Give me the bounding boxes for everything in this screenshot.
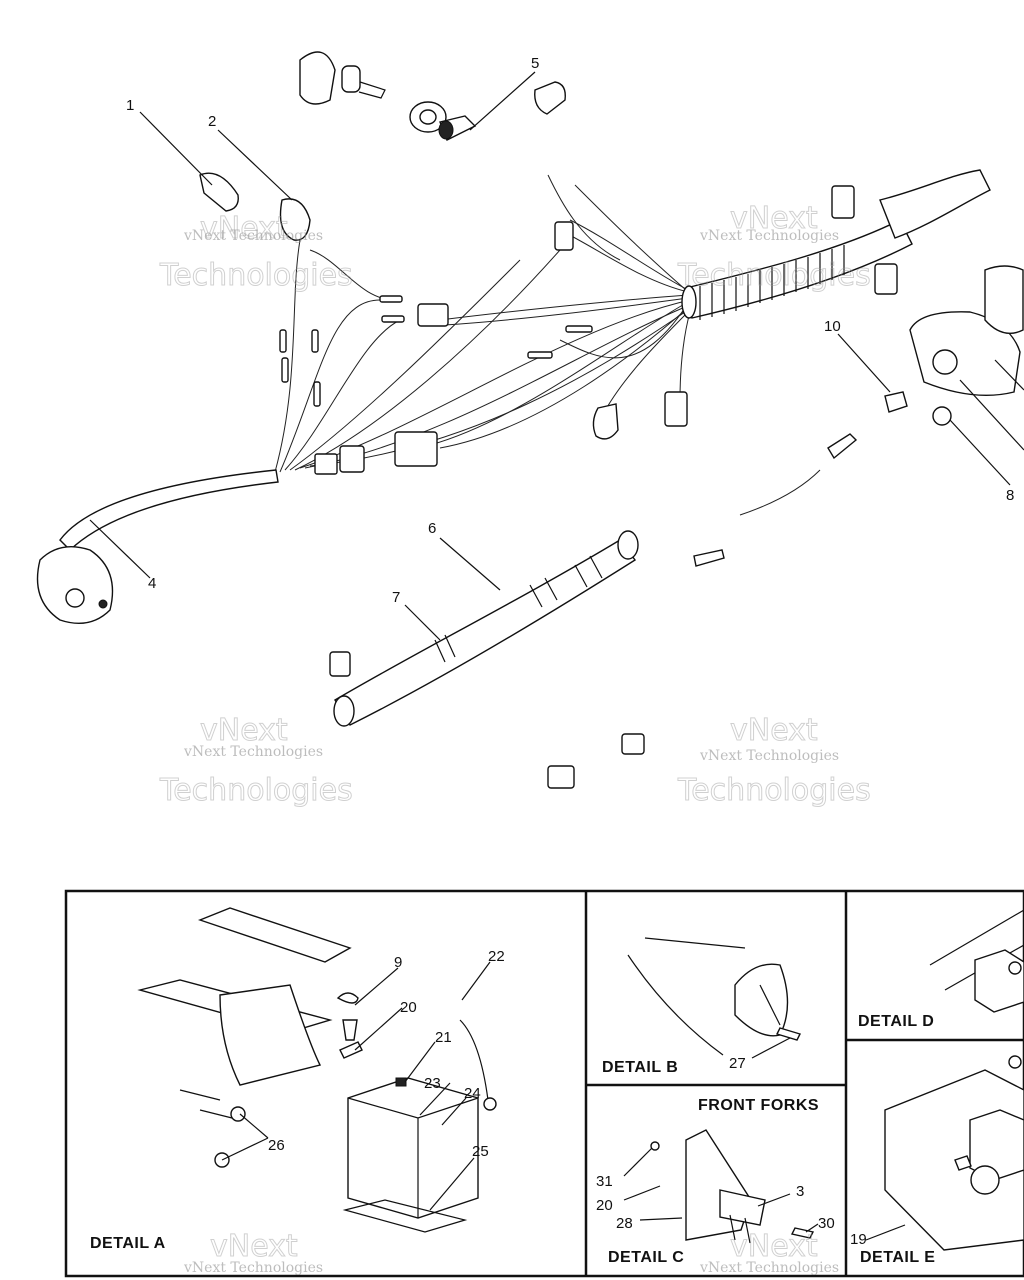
leader-lines — [89, 71, 1024, 641]
harness-wires — [274, 174, 691, 473]
main-harness-drawing: 1 2 5 4 6 7 10 8 vNext Technologies vNex… — [36, 51, 1024, 809]
watermark-text: vNext Technologies — [183, 744, 323, 760]
watermark-text: vNext Technologies — [699, 748, 839, 764]
watermark-text: vNext Technologies — [699, 228, 839, 244]
callout-8: 8 — [1006, 487, 1014, 504]
callout-7: 7 — [392, 589, 400, 606]
watermark-text: Technologies — [677, 773, 871, 808]
part-4-bundle — [36, 469, 279, 624]
callout-5: 5 — [531, 55, 539, 72]
detail-b: 27 DETAIL B — [602, 937, 801, 1076]
main-loom — [681, 169, 991, 320]
watermark-text: vNext Technologies — [699, 1260, 839, 1276]
part-2-socket — [279, 198, 311, 241]
watermark-group: vNext Technologies vNext Technologies vN… — [159, 201, 872, 809]
callout-2: 2 — [208, 113, 216, 130]
watermark-text: Technologies — [159, 773, 353, 808]
detail-d: DETAIL D — [858, 909, 1024, 1030]
part-5-connector — [534, 81, 566, 115]
detail-c: FRONT FORKS 31 20 28 3 30 DETAIL C — [596, 1097, 835, 1266]
callout-9: 9 — [394, 954, 402, 971]
front-forks-label: FRONT FORKS — [698, 1097, 819, 1114]
callout-25: 25 — [472, 1143, 489, 1160]
wire-connectors — [279, 185, 898, 475]
detail-a: 9 22 20 21 23 24 25 26 DETAIL A — [90, 907, 505, 1252]
misc-small-parts — [329, 265, 1024, 789]
callout-21: 21 — [435, 1029, 452, 1046]
part-6-7-harness — [333, 530, 639, 727]
callout-30: 30 — [818, 1215, 835, 1232]
callout-3: 3 — [796, 1183, 804, 1200]
callout-10: 10 — [824, 318, 841, 335]
detail-c-title: DETAIL C — [608, 1249, 684, 1266]
watermark-text: vNext — [730, 201, 818, 236]
watermark-text: vNext — [200, 713, 288, 748]
detail-e-title: DETAIL E — [860, 1249, 935, 1266]
callout-4: 4 — [148, 575, 156, 592]
callout-19: 19 — [850, 1231, 867, 1248]
watermark-text: vNext — [730, 713, 818, 748]
detail-a-title: DETAIL A — [90, 1235, 166, 1252]
watermark-text: vNext Technologies — [183, 1260, 323, 1276]
watermark-text: vNext — [200, 211, 288, 246]
callout-26: 26 — [268, 1137, 285, 1154]
detail-e: 19 DETAIL E — [850, 1055, 1024, 1266]
callout-22: 22 — [488, 948, 505, 965]
callout-20-detail-c: 20 — [596, 1197, 613, 1214]
ignition-switch-part — [299, 51, 477, 141]
callout-6: 6 — [428, 520, 436, 537]
detail-boxes — [64, 889, 1024, 1278]
callout-24: 24 — [464, 1085, 481, 1102]
watermark-text: vNext Technologies — [183, 228, 323, 244]
callout-31: 31 — [596, 1173, 613, 1190]
detail-b-title: DETAIL B — [602, 1059, 678, 1076]
callout-23: 23 — [424, 1075, 441, 1092]
watermark-text: vNext — [210, 1229, 298, 1264]
bottom-watermarks: vNext Technologies vNext vNext Technolog… — [183, 1229, 839, 1277]
callout-20: 20 — [400, 999, 417, 1016]
callout-27: 27 — [729, 1055, 746, 1072]
callout-1: 1 — [126, 97, 134, 114]
callout-28: 28 — [616, 1215, 633, 1232]
watermark-text: Technologies — [677, 258, 871, 293]
watermark-text: vNext — [730, 1229, 818, 1264]
detail-d-title: DETAIL D — [858, 1013, 934, 1030]
watermark-text: Technologies — [159, 258, 353, 293]
